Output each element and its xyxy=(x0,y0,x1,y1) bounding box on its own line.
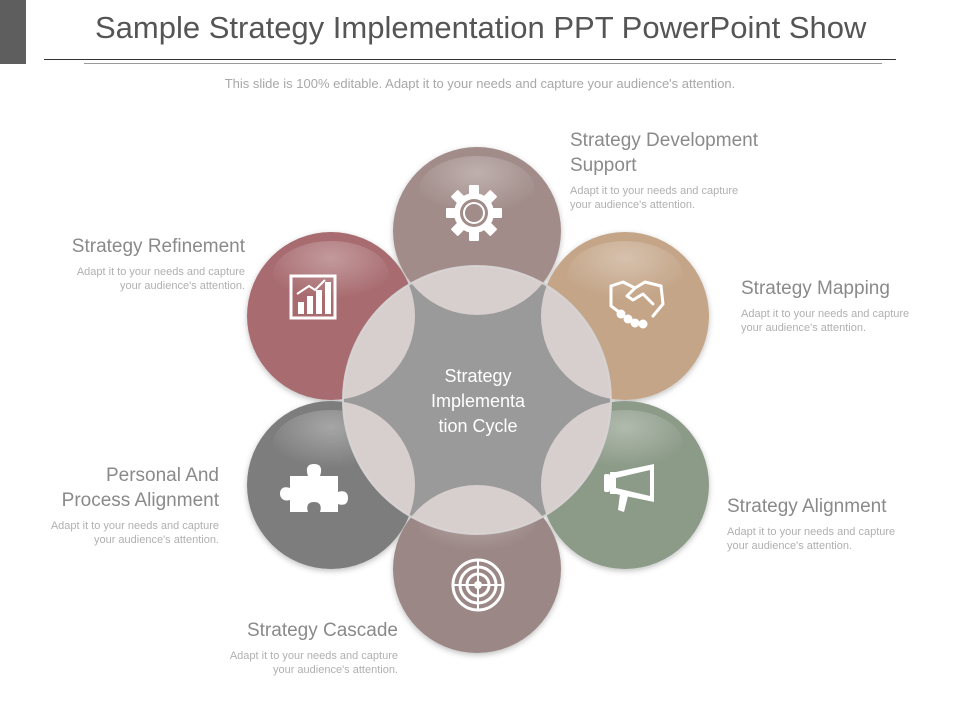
label-description: Adapt it to your needs and capture your … xyxy=(727,525,957,553)
label-description-line: your audience's attention. xyxy=(727,540,853,552)
label-heading: Strategy Alignment xyxy=(727,496,887,517)
title-underline xyxy=(44,59,896,60)
label-description-line: Adapt it to your needs and capture xyxy=(50,520,219,532)
title-underline-secondary xyxy=(84,63,882,64)
label-description: Adapt it to your needs and capture your … xyxy=(168,649,398,677)
overlap-lens xyxy=(393,485,561,534)
label-heading-line: Personal And xyxy=(105,465,219,486)
overlap-lens xyxy=(393,266,561,315)
label-strategy-alignment: Strategy Alignment Adapt it to your need… xyxy=(727,494,957,553)
label-description-line: your audience's attention. xyxy=(741,322,867,334)
label-heading: Strategy Cascade xyxy=(246,620,398,641)
label-heading: Personal And Process Alignment xyxy=(0,463,219,513)
center-label: Strategy Implementa tion Cycle xyxy=(408,364,548,439)
label-description-line: your audience's attention. xyxy=(93,534,219,546)
label-strategy-mapping: Strategy Mapping Adapt it to your needs … xyxy=(741,276,960,335)
label-description: Adapt it to your needs and capture your … xyxy=(15,265,245,293)
label-heading: Strategy Mapping xyxy=(741,278,890,299)
label-heading: Strategy Development Support xyxy=(570,128,800,178)
megaphone-icon xyxy=(604,464,654,512)
label-description-line: Adapt it to your needs and capture xyxy=(727,526,896,538)
label-description-line: Adapt it to your needs and capture xyxy=(741,308,910,320)
label-description-line: your audience's attention. xyxy=(272,664,398,676)
label-strategy-development-support: Strategy Development Support Adapt it to… xyxy=(570,128,800,212)
label-heading: Strategy Refinement xyxy=(71,236,245,257)
center-label-line: tion Cycle xyxy=(438,416,518,436)
handshake-icon xyxy=(609,280,665,329)
gear-icon xyxy=(446,185,502,241)
label-strategy-cascade: Strategy Cascade Adapt it to your needs … xyxy=(168,618,398,677)
slide-title: Sample Strategy Implementation PPT Power… xyxy=(95,10,867,45)
label-description: Adapt it to your needs and capture your … xyxy=(741,307,960,335)
label-description-line: Adapt it to your needs and capture xyxy=(229,650,398,662)
puzzle-icon xyxy=(280,464,348,512)
label-description: Adapt it to your needs and capture your … xyxy=(570,184,800,212)
label-strategy-refinement: Strategy Refinement Adapt it to your nee… xyxy=(15,234,245,293)
slide-subtitle: This slide is 100% editable. Adapt it to… xyxy=(224,76,736,91)
target-icon xyxy=(451,558,505,612)
label-heading-line: Process Alignment xyxy=(61,490,219,511)
label-description-line: Adapt it to your needs and capture xyxy=(76,266,245,278)
label-heading-line: Support xyxy=(570,155,637,176)
label-description: Adapt it to your needs and capture your … xyxy=(0,519,219,547)
corner-accent xyxy=(0,0,26,64)
label-personal-process-alignment: Personal And Process Alignment Adapt it … xyxy=(0,463,219,547)
label-heading-line: Strategy Development xyxy=(570,130,758,151)
center-label-line: Implementa xyxy=(430,391,526,411)
shine-highlight xyxy=(567,241,683,309)
center-label-line: Strategy xyxy=(444,366,512,386)
bar-chart-icon xyxy=(289,274,337,320)
label-description-line: your audience's attention. xyxy=(119,280,245,292)
label-description-line: your audience's attention. xyxy=(570,199,696,211)
label-description-line: Adapt it to your needs and capture xyxy=(570,185,739,197)
